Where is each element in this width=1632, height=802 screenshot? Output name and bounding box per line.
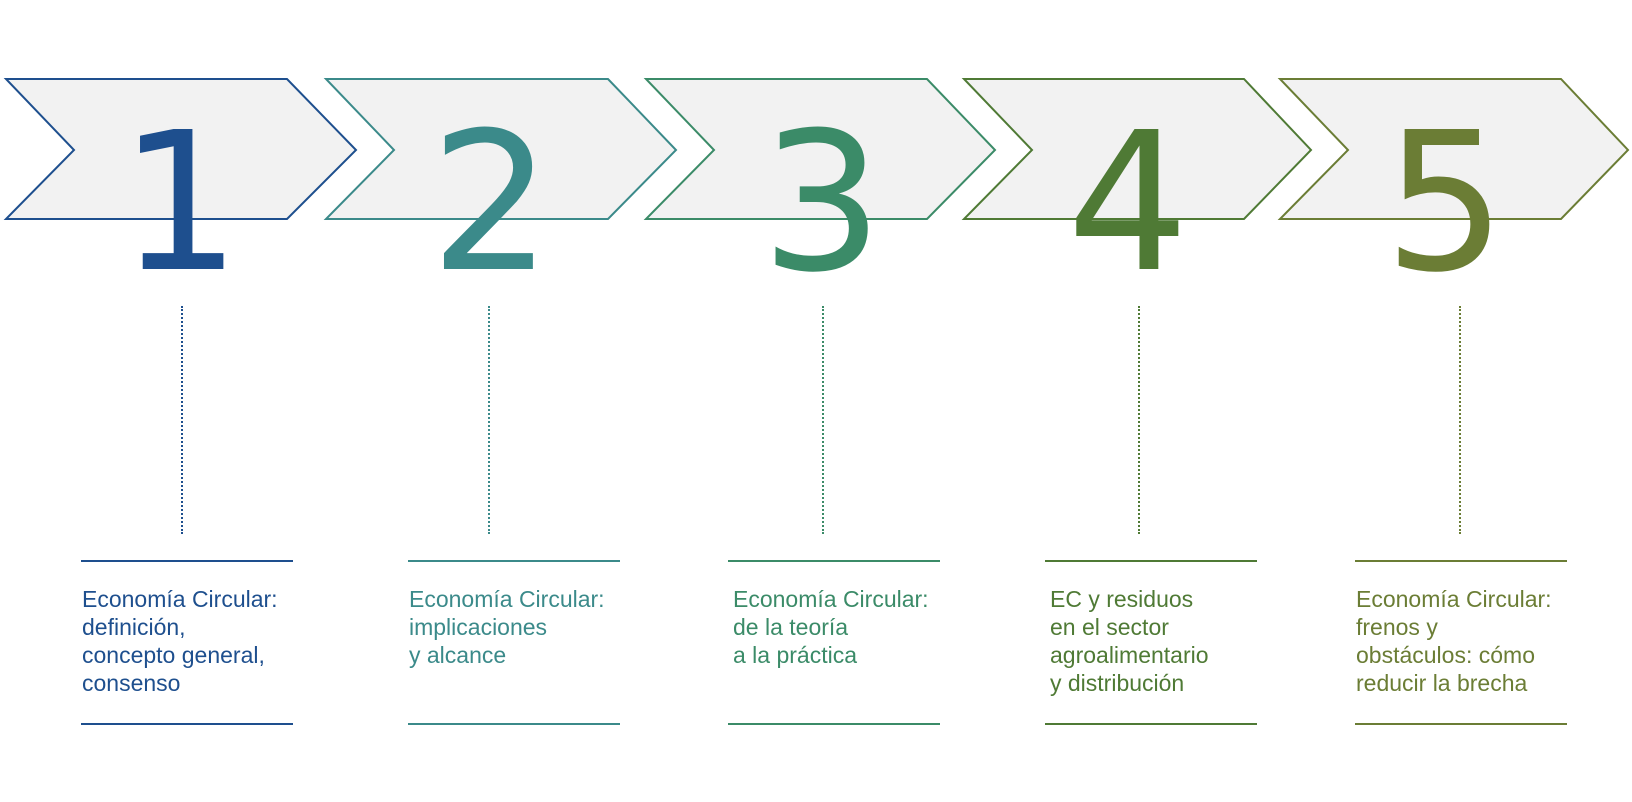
step-label-line: de la teoría — [733, 614, 849, 640]
step-label-line: EC y residuos — [1050, 586, 1194, 612]
step-number-5: 5 — [1383, 92, 1507, 315]
connector-line-4 — [1138, 306, 1140, 534]
label-bottom-rule-3 — [728, 723, 940, 725]
step-number-4: 4 — [1066, 92, 1190, 315]
step-label-line: Economía Circular: — [733, 586, 929, 612]
step-label-4: EC y residuos en el sector agroalimentar… — [1050, 585, 1290, 697]
step-number-2: 2 — [429, 92, 553, 315]
label-bottom-rule-5 — [1355, 723, 1567, 725]
step-label-1: Economía Circular: definición, concepto … — [82, 585, 322, 697]
step-label-line: implicaciones — [409, 614, 548, 640]
step-label-line: consenso — [82, 670, 181, 696]
step-label-line: obstáculos: cómo — [1356, 642, 1535, 668]
step-label-2: Economía Circular: implicaciones y alcan… — [409, 585, 649, 669]
step-label-line: concepto general, — [82, 642, 265, 668]
step-number-3: 3 — [760, 92, 884, 315]
step-label-5: Economía Circular: frenos y obstáculos: … — [1356, 585, 1596, 697]
step-label-line: a la práctica — [733, 642, 858, 668]
step-label-line: Economía Circular: — [82, 586, 278, 612]
step-number-1: 1 — [118, 92, 242, 315]
label-top-rule-2 — [408, 560, 620, 562]
step-label-line: Economía Circular: — [1356, 586, 1552, 612]
step-label-line: Economía Circular: — [409, 586, 605, 612]
step-label-line: definición, — [82, 614, 186, 640]
chevron-arrow-2 — [323, 78, 678, 220]
step-label-line: en el sector — [1050, 614, 1169, 640]
connector-line-3 — [822, 306, 824, 534]
step-label-line: reducir la brecha — [1356, 670, 1528, 696]
step-label-line: y alcance — [409, 642, 507, 668]
label-bottom-rule-2 — [408, 723, 620, 725]
connector-line-1 — [181, 306, 183, 534]
connector-line-5 — [1459, 306, 1461, 534]
step-label-line: y distribución — [1050, 670, 1185, 696]
label-top-rule-5 — [1355, 560, 1567, 562]
chevron-arrow-3 — [643, 78, 997, 220]
connector-line-2 — [488, 306, 490, 534]
label-top-rule-1 — [81, 560, 293, 562]
label-bottom-rule-1 — [81, 723, 293, 725]
step-label-3: Economía Circular: de la teoría a la prá… — [733, 585, 973, 669]
label-bottom-rule-4 — [1045, 723, 1257, 725]
step-label-line: agroalimentario — [1050, 642, 1209, 668]
label-top-rule-4 — [1045, 560, 1257, 562]
step-label-line: frenos y — [1356, 614, 1438, 640]
label-top-rule-3 — [728, 560, 940, 562]
chevron-arrow-1 — [3, 78, 358, 220]
chevron-arrow-5 — [1277, 78, 1630, 220]
chevron-arrow-4 — [961, 78, 1313, 220]
